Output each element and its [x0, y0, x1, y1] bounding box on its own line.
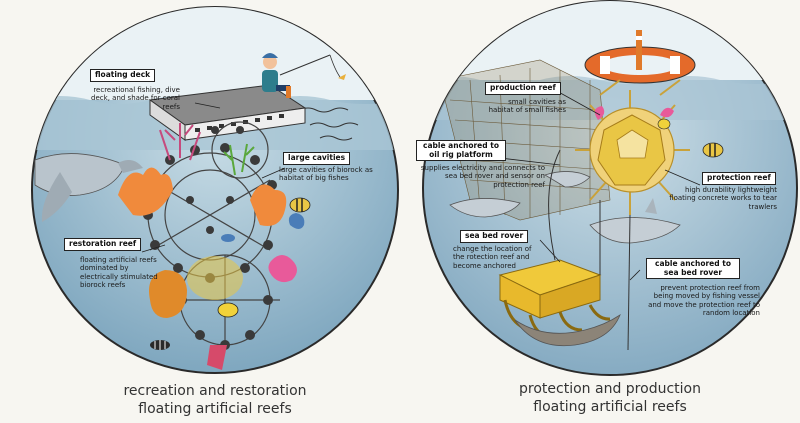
floating-deck-desc: recreational fishing, dive deck, and sha… — [91, 86, 180, 111]
hammerhead-shark-drawing — [34, 153, 143, 222]
biorock-core — [187, 256, 243, 300]
buoy-drawing — [584, 30, 696, 84]
sea-bed-rover-drawing — [498, 259, 621, 347]
production-reef-label: production reef — [485, 82, 561, 95]
cable-sea-bed-rover-label: cable anchored to sea bed rover — [646, 258, 740, 280]
production-reef-desc: small cavities as habitat of small fishe… — [488, 98, 566, 115]
fisherman-figure — [262, 53, 346, 98]
restoration-reef-label: restoration reef — [64, 238, 142, 251]
large-cavities-desc: large cavities of biorock as habitat of … — [279, 166, 373, 183]
sea-bed-rover-desc: change the location of the rotection ree… — [453, 245, 532, 270]
fishes — [150, 197, 311, 350]
sea-bed-rover-label: sea bed rover — [460, 230, 529, 243]
large-cavities-label: large cavities — [283, 152, 351, 165]
fishes-right — [657, 118, 724, 158]
protection-reef-label: protection reef — [702, 172, 776, 185]
cables — [548, 149, 631, 351]
leader-lines-left — [141, 102, 286, 253]
right-caption: protection and production floating artif… — [519, 381, 701, 415]
leader-lines-right — [499, 89, 701, 281]
restoration-reef-desc: floating artificial reefs dominated by e… — [80, 256, 158, 290]
cable-sea-bed-rover-desc: prevent protection reef from being moved… — [648, 284, 760, 318]
protection-reef-desc: high durability lightweight floating con… — [669, 186, 777, 211]
left-caption: recreation and restoration floating arti… — [123, 383, 307, 417]
cable-oil-rig-desc: supplies electricity and connects to sea… — [420, 164, 545, 189]
sharks — [449, 171, 681, 244]
floating-deck-label: floating deck — [90, 69, 156, 82]
left-scene — [31, 6, 399, 374]
cable-oil-rig-label: cable anchored to oil rig platform — [416, 140, 506, 162]
corals — [118, 123, 305, 370]
